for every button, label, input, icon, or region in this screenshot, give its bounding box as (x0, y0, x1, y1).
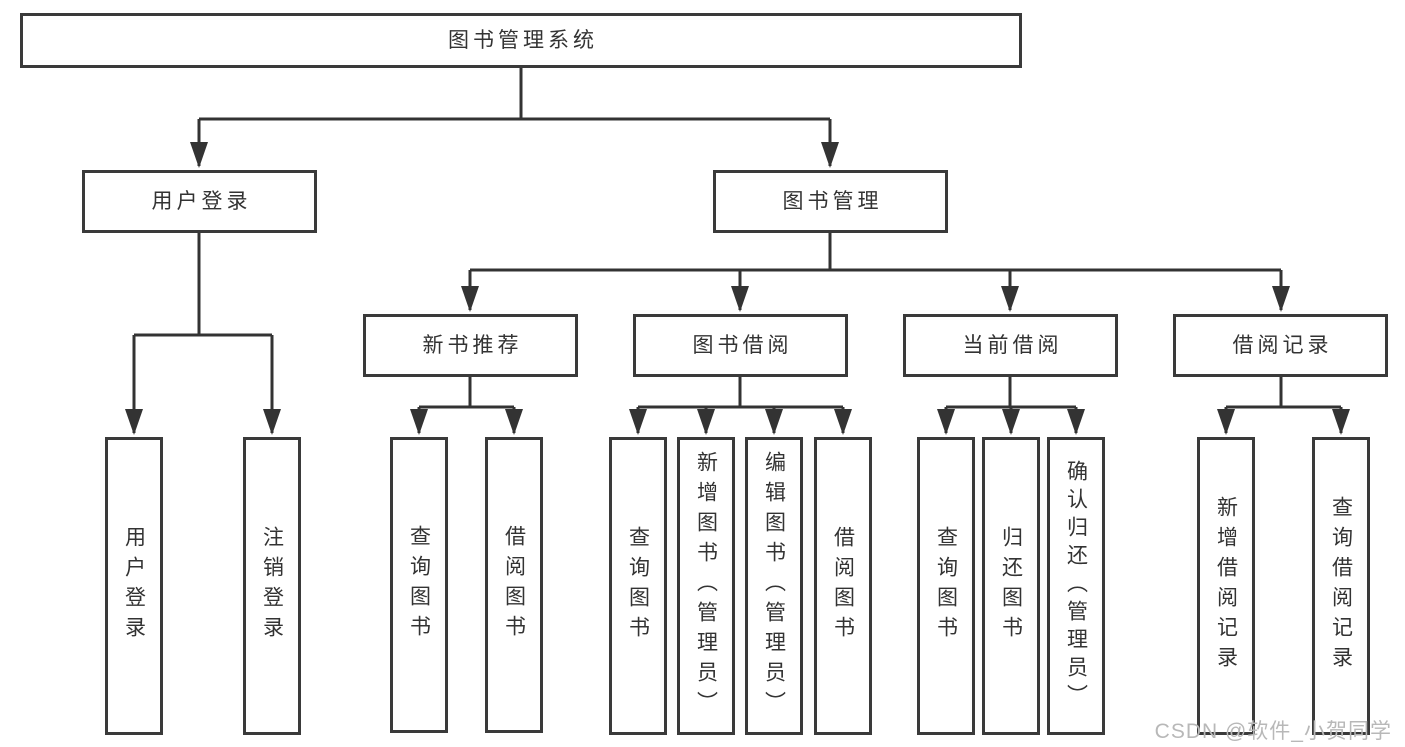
connector-root (199, 68, 830, 121)
leaf-user-login: 用户登录 (105, 437, 163, 735)
leaf-logout: 注销登录 (243, 437, 301, 735)
node-label: 当前借阅 (962, 333, 1063, 357)
connector-current-borrowing (946, 377, 1076, 409)
node-label: 编辑图书（管理员） (762, 451, 786, 721)
leaf-borrow-books-1: 借阅图书 (485, 437, 543, 733)
node-current-borrowing: 当前借阅 (903, 314, 1118, 377)
node-label: 查询图书 (626, 526, 650, 646)
node-user-login: 用户登录 (82, 170, 317, 233)
leaf-borrow-books-2: 借阅图书 (814, 437, 872, 735)
node-label: 确认归还（管理员） (1064, 460, 1088, 712)
node-label: 借阅图书 (502, 525, 526, 645)
node-label: 查询图书 (934, 526, 958, 646)
node-borrowing-records: 借阅记录 (1173, 314, 1388, 377)
node-label: 用户登录 (122, 526, 146, 646)
node-book-management: 图书管理 (713, 170, 948, 233)
connector-book-borrowing (638, 377, 843, 409)
node-label: 新增图书（管理员） (694, 451, 718, 721)
leaf-add-books-admin: 新增图书（管理员） (677, 437, 735, 735)
node-label: 注销登录 (260, 526, 284, 646)
leaf-search-books-1: 查询图书 (390, 437, 448, 733)
node-label: 借阅记录 (1232, 333, 1333, 357)
node-label: 图书管理 (782, 189, 883, 213)
node-label: 图书借阅 (692, 333, 793, 357)
node-label: 归还图书 (999, 526, 1023, 646)
leaf-search-books-2: 查询图书 (609, 437, 667, 735)
leaf-search-books-3: 查询图书 (917, 437, 975, 735)
connector-book-management (470, 233, 1281, 272)
connector-new-book-recommendation (419, 377, 514, 409)
leaf-return-books: 归还图书 (982, 437, 1040, 735)
node-label: 查询借阅记录 (1329, 496, 1353, 676)
node-library-management-system: 图书管理系统 (20, 13, 1022, 68)
node-label: 图书管理系统 (448, 28, 598, 52)
node-label: 新书推荐 (422, 333, 523, 357)
node-label: 新增借阅记录 (1214, 496, 1238, 676)
leaf-search-borrow-record: 查询借阅记录 (1312, 437, 1370, 735)
node-new-book-recommendation: 新书推荐 (363, 314, 578, 377)
leaf-confirm-return-admin: 确认归还（管理员） (1047, 437, 1105, 735)
connector-borrowing-records (1226, 377, 1341, 409)
node-label: 用户登录 (151, 189, 252, 213)
leaf-add-borrow-record: 新增借阅记录 (1197, 437, 1255, 735)
csdn-watermark: CSDN @软件_小贺同学 (1154, 720, 1392, 743)
node-label: 借阅图书 (831, 526, 855, 646)
connector-user-login (134, 233, 272, 337)
leaf-edit-books-admin: 编辑图书（管理员） (745, 437, 803, 735)
node-label: 查询图书 (407, 525, 431, 645)
node-book-borrowing: 图书借阅 (633, 314, 848, 377)
